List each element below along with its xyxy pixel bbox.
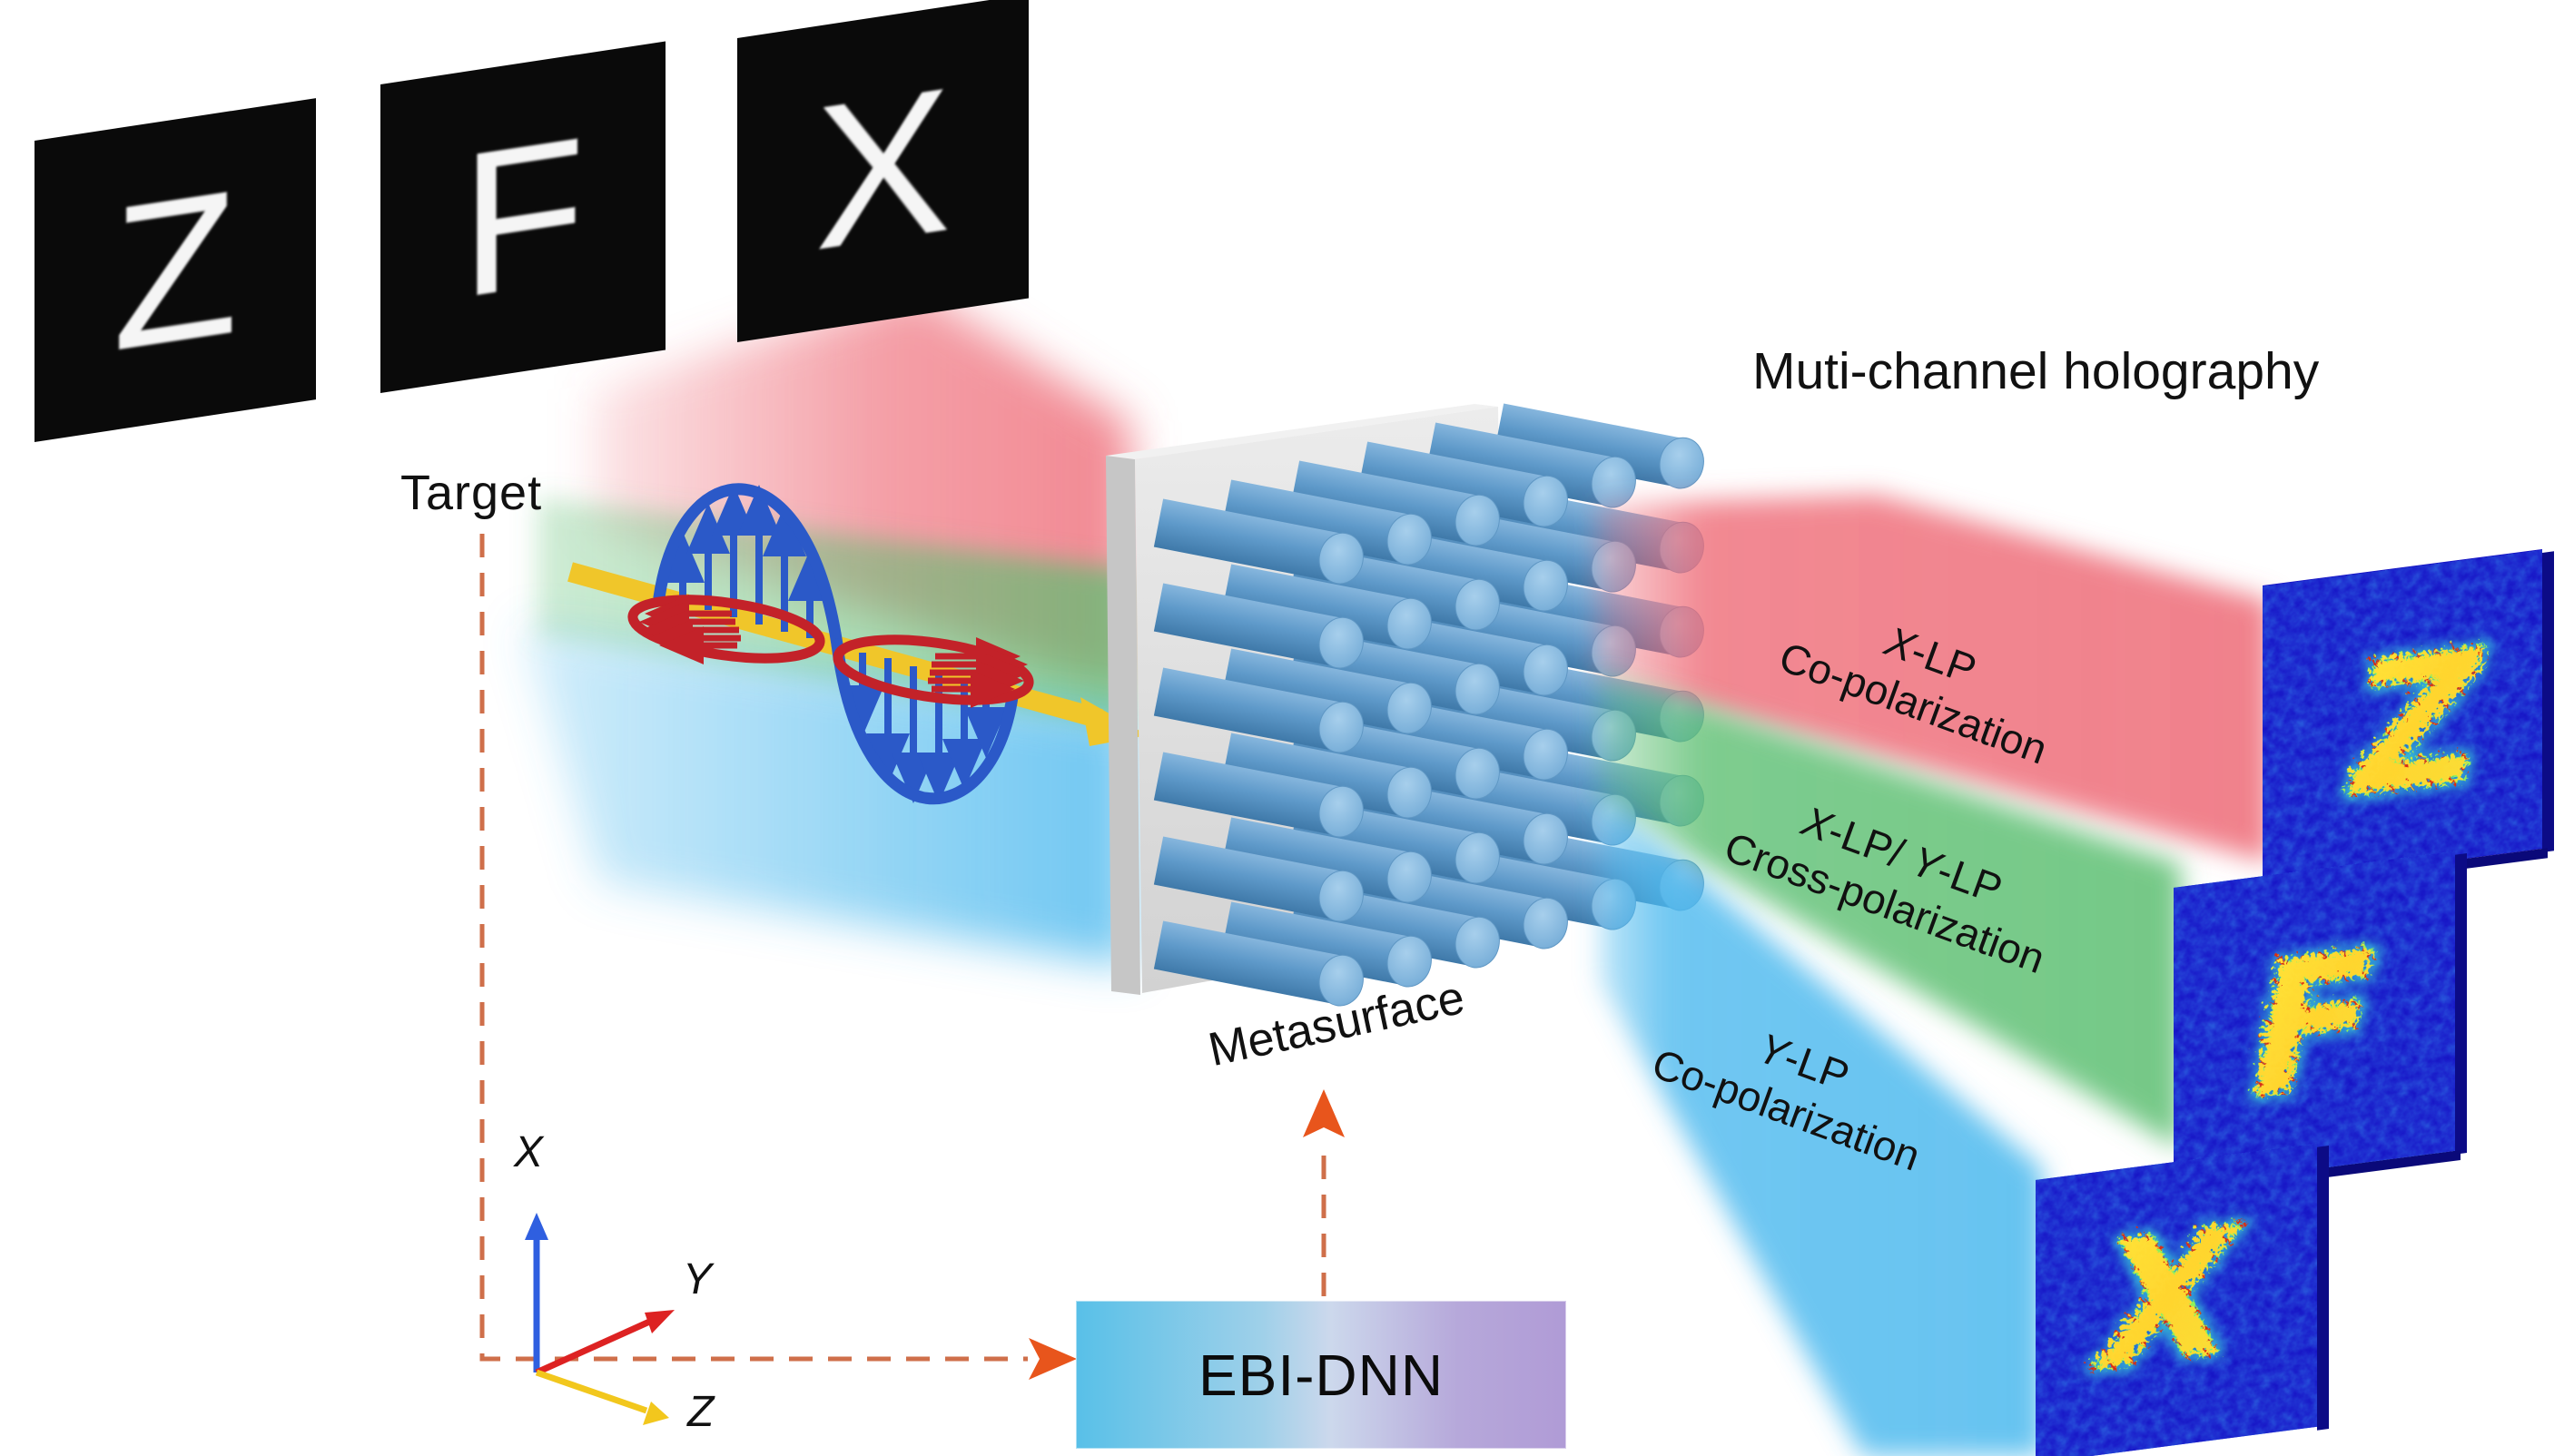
meta-atom-cylinder xyxy=(1221,564,1432,650)
metasurface-graphic xyxy=(1106,403,1704,1007)
connector-arrow-right-icon xyxy=(1029,1338,1077,1380)
hologram-letter-z-dots: Z xyxy=(2342,606,2480,834)
metasurface-slab-side xyxy=(1106,456,1140,995)
connector-arrow-up-icon xyxy=(1303,1089,1345,1137)
meta-atom-cylinder xyxy=(1494,403,1704,489)
meta-atom-cylinder xyxy=(1289,460,1500,546)
axis-y-arrowhead-icon xyxy=(645,1310,675,1333)
hologram-z-image: Z Z Z xyxy=(2263,550,2542,884)
metasurface-pillars xyxy=(1153,403,1704,1007)
hologram-panel-z: Z Z Z xyxy=(2263,548,2554,895)
coordinate-axes-icon xyxy=(525,1213,675,1425)
target-label: Target xyxy=(400,466,543,520)
target-panel-x: X xyxy=(737,0,1029,343)
target-letter-f: F xyxy=(459,92,587,341)
target-panel-f: F xyxy=(380,41,666,393)
target-letter-x: X xyxy=(814,42,952,293)
hologram-panel-f: F F F xyxy=(2174,851,2467,1197)
hologram-f-image: F F F xyxy=(2174,851,2455,1187)
meta-atom-cylinder xyxy=(1153,498,1364,585)
meta-atom-cylinder xyxy=(1221,479,1432,566)
hologram-x-image: X X X xyxy=(2036,1143,2317,1456)
meta-atom-cylinder xyxy=(1153,836,1364,922)
ebi-dnn-label: EBI-DNN xyxy=(1198,1342,1445,1408)
hologram-panel-x-side xyxy=(2317,1146,2329,1431)
axis-z-label: Z xyxy=(687,1388,715,1436)
meta-atom-cylinder xyxy=(1153,752,1364,838)
axis-x-label: X xyxy=(514,1128,544,1176)
axis-x-arrowhead-icon xyxy=(525,1213,548,1240)
hologram-letter-z: Z xyxy=(2342,606,2480,834)
page-title: Muti-channel holography xyxy=(1752,342,2320,400)
hologram-letter-f-dots: F xyxy=(2246,909,2371,1136)
hologram-panel-z-side xyxy=(2542,551,2554,852)
hologram-letter-x: X xyxy=(2087,1185,2236,1404)
hologram-letter-x-dots: X xyxy=(2087,1185,2236,1404)
hologram-letter-f: F xyxy=(2246,909,2371,1136)
hologram-letter-f-halo: F xyxy=(2246,909,2371,1136)
hologram-panel-x: X X X xyxy=(2036,1143,2329,1456)
beam-label-y-lp-co: Y-LP Co-polarization xyxy=(1569,962,2022,1210)
meta-atom-cylinder xyxy=(1221,648,1432,734)
meta-atom-cylinder xyxy=(1221,901,1432,988)
meta-atom-cylinder xyxy=(1221,817,1432,903)
target-panel-z: Z xyxy=(35,98,316,442)
meta-atom-cylinder xyxy=(1221,733,1432,819)
axis-y-label: Y xyxy=(683,1255,713,1304)
meta-atom-cylinder xyxy=(1153,920,1364,1007)
meta-atom-cylinder xyxy=(1153,583,1364,669)
hologram-letter-z-halo: Z xyxy=(2342,606,2480,834)
axis-z-arrow xyxy=(535,1369,648,1414)
target-letter-z: Z xyxy=(112,145,239,394)
hologram-letter-x-halo: X xyxy=(2087,1185,2236,1404)
hologram-panel-f-side xyxy=(2455,853,2467,1155)
meta-atom-cylinder xyxy=(1153,667,1364,753)
ebi-dnn-box: EBI-DNN xyxy=(1076,1301,1566,1449)
axis-z-arrowhead-icon xyxy=(643,1402,669,1425)
axis-y-arrow xyxy=(535,1315,657,1376)
metasurface-slab-top xyxy=(1106,404,1498,459)
meta-atom-cylinder xyxy=(1357,441,1568,527)
